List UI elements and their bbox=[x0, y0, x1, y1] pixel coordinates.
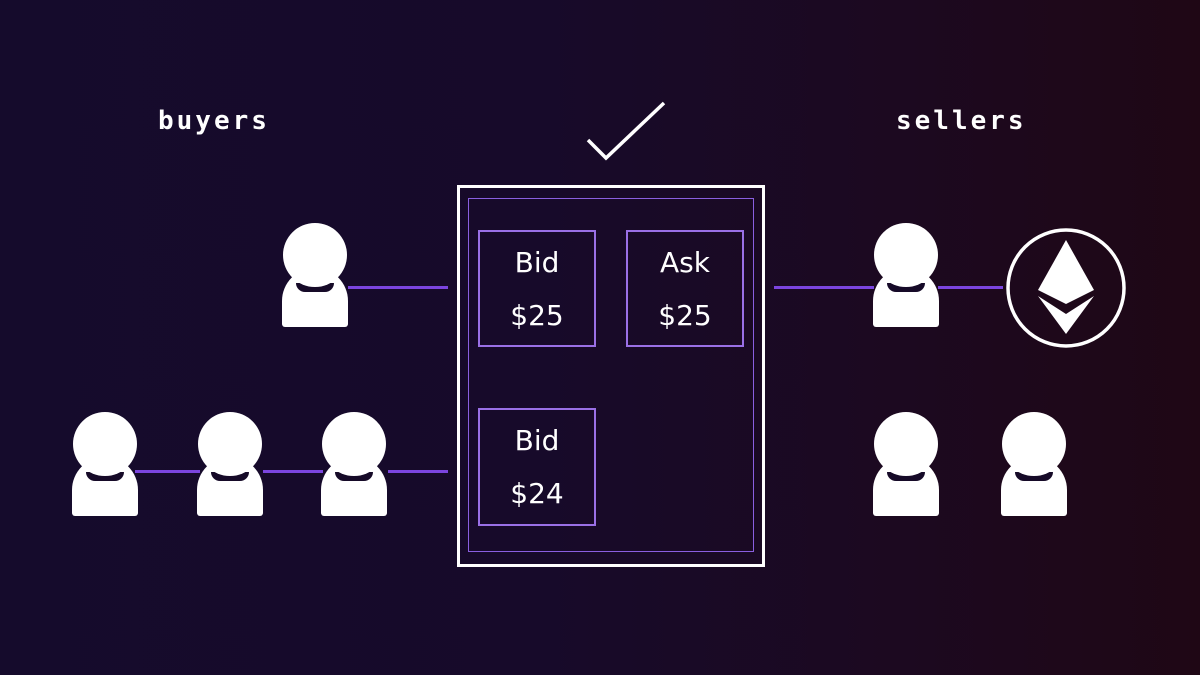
bid-order: Bid $25 bbox=[478, 230, 596, 347]
bid-order: Bid $24 bbox=[478, 408, 596, 526]
order-side: Ask bbox=[660, 246, 710, 279]
ethereum-icon bbox=[1006, 228, 1126, 348]
buyer-icon bbox=[72, 412, 138, 516]
seller-icon bbox=[873, 412, 939, 516]
order-book bbox=[457, 185, 765, 567]
seller-icon bbox=[873, 223, 939, 327]
buyers-label: buyers bbox=[158, 106, 270, 136]
sellers-label: sellers bbox=[896, 106, 1027, 136]
buyer-icon bbox=[197, 412, 263, 516]
order-side: Bid bbox=[514, 246, 560, 279]
buyer-icon bbox=[321, 412, 387, 516]
seller-icon bbox=[1001, 412, 1067, 516]
order-price: $25 bbox=[510, 299, 564, 332]
buyer-icon bbox=[282, 223, 348, 327]
order-book-inner-frame bbox=[468, 198, 754, 552]
ask-order: Ask $25 bbox=[626, 230, 744, 347]
order-price: $25 bbox=[658, 299, 712, 332]
order-price: $24 bbox=[510, 477, 564, 510]
connector-line bbox=[388, 470, 448, 473]
order-side: Bid bbox=[514, 424, 560, 457]
connector-line bbox=[938, 286, 1003, 289]
connector-line bbox=[348, 286, 448, 289]
connector-line bbox=[774, 286, 874, 289]
checkmark-icon bbox=[586, 101, 666, 161]
connector-line bbox=[263, 470, 323, 473]
connector-line bbox=[135, 470, 200, 473]
